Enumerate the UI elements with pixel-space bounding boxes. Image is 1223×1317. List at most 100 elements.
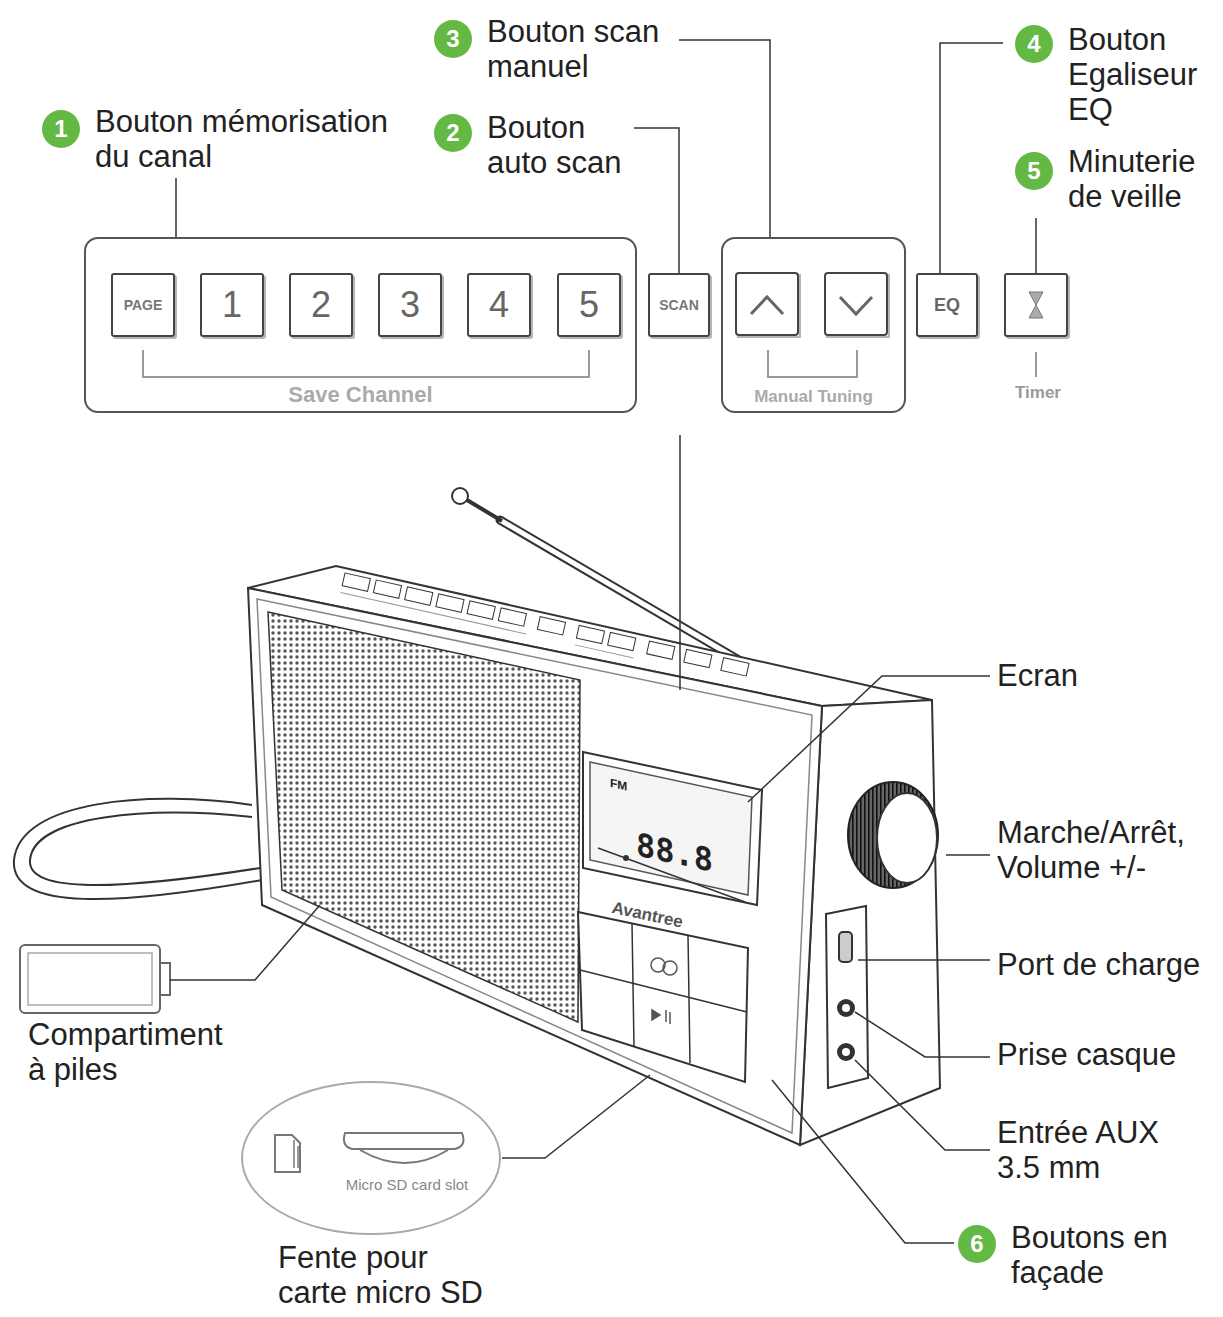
tuning-marker xyxy=(623,855,629,861)
antenna xyxy=(462,497,502,521)
strap xyxy=(30,813,260,885)
leader-lines xyxy=(170,435,990,1243)
leader-line xyxy=(175,178,177,237)
top-button xyxy=(373,580,401,598)
callout: 3 Bouton scan manuel xyxy=(434,14,677,84)
leader-line xyxy=(679,435,681,690)
panel-label: Manual Tuning xyxy=(723,386,904,408)
callout-number: 5 xyxy=(1015,152,1053,190)
top-button xyxy=(537,617,565,635)
bracket xyxy=(768,350,857,377)
tuning-panel: Manual Tuning xyxy=(721,237,906,413)
part-label: Marche/Arrêt, Volume +/- xyxy=(997,815,1212,885)
top-button xyxy=(647,641,675,659)
down-chevron xyxy=(840,297,872,314)
strap xyxy=(14,799,262,899)
oval-outline xyxy=(240,1080,502,1236)
tick-line xyxy=(1035,352,1037,377)
mode-icon xyxy=(663,961,677,975)
volume-knob xyxy=(848,782,938,888)
panel-label: Save Channel xyxy=(86,382,635,408)
leader-line xyxy=(170,905,320,980)
top-button xyxy=(498,608,526,626)
callout-number: 3 xyxy=(434,20,472,58)
aux-jack xyxy=(837,1043,855,1061)
button-label: PAGE xyxy=(124,297,163,313)
part-label: Fente pour carte micro SD xyxy=(278,1240,498,1310)
button-label: 3 xyxy=(400,284,420,326)
jack-hole xyxy=(842,1004,850,1012)
leader-line xyxy=(855,1012,990,1057)
timer-button: Timer xyxy=(1004,273,1068,337)
up-chevron xyxy=(751,297,783,314)
callout-label: Bouton scan manuel xyxy=(487,14,677,84)
button-label: Timer xyxy=(986,383,1090,403)
preset-button: 5 xyxy=(557,273,621,337)
sd-card-icon xyxy=(275,1135,300,1172)
top-button xyxy=(405,587,433,605)
page-button: PAGE xyxy=(111,273,175,337)
callout: 1Bouton mémorisation du canal xyxy=(42,104,410,174)
leader-line xyxy=(679,40,770,237)
sd-card-pins xyxy=(294,1140,298,1168)
speaker-grille xyxy=(268,612,580,1022)
callout: 4Bouton Egaliseur EQ xyxy=(1015,22,1208,127)
callout-number: 6 xyxy=(958,1225,996,1263)
button-label: SCAN xyxy=(659,297,699,313)
button-panel: Save Channel PAGE 1 2 3 4 5 xyxy=(84,237,637,413)
callout-label: Bouton mémorisation du canal xyxy=(95,104,410,174)
slot-label: Micro SD card slot xyxy=(322,1176,492,1193)
front-buttons xyxy=(578,912,748,1082)
radio-side xyxy=(800,700,940,1145)
jack-hole xyxy=(842,1048,850,1056)
callout: 5 Minuterie de veille xyxy=(1015,144,1218,214)
callout-label: Minuterie de veille xyxy=(1068,144,1218,214)
headphone-jack xyxy=(837,999,855,1017)
part-label: Port de charge xyxy=(997,947,1223,982)
brand-logo: Avantree xyxy=(610,898,722,940)
button-label: 1 xyxy=(222,284,242,326)
part-label: Ecran xyxy=(997,658,1217,693)
play-icon xyxy=(652,1010,670,1024)
sd-slot-icon xyxy=(360,1150,448,1163)
button-label: EQ xyxy=(934,295,960,316)
up-button xyxy=(736,273,798,335)
leader-line xyxy=(1035,218,1037,273)
preset-button: 4 xyxy=(467,273,531,337)
top-button xyxy=(342,573,370,591)
preset-button: 2 xyxy=(289,273,353,337)
battery-inner xyxy=(28,953,152,1005)
callout-label: Bouton Egaliseur EQ xyxy=(1068,22,1208,127)
display-screen: FM88.8 xyxy=(592,760,752,914)
callout-label: Bouton auto scan xyxy=(487,110,632,180)
callout-label: Boutons en façade xyxy=(1011,1220,1176,1290)
top-button xyxy=(608,632,636,650)
port-panel xyxy=(826,906,868,1088)
preset-button: 3 xyxy=(378,273,442,337)
part-label: Prise casque xyxy=(997,1037,1223,1072)
button-label: 5 xyxy=(579,284,599,326)
battery-icon xyxy=(20,945,160,1013)
leader-line xyxy=(946,854,990,856)
radio-front xyxy=(248,588,822,1145)
screen-frame xyxy=(583,752,762,905)
antenna-tip xyxy=(452,488,468,504)
preset-button: 1 xyxy=(200,273,264,337)
front-button-grid xyxy=(580,923,747,1063)
hourglass-icon xyxy=(1029,292,1043,318)
top-button xyxy=(576,625,604,643)
leader-line xyxy=(858,959,990,961)
sd-slot-icon xyxy=(344,1133,464,1149)
leader-line xyxy=(748,676,990,802)
bracket xyxy=(143,350,589,377)
top-button xyxy=(721,658,749,676)
screen-text: 88.8 xyxy=(636,825,713,879)
micro-sd-slot: Micro SD card slot xyxy=(240,1080,502,1236)
leader-line xyxy=(502,1075,650,1158)
leader-line xyxy=(634,128,679,273)
leader-line xyxy=(940,43,1003,273)
callout: 2Bouton auto scan xyxy=(434,110,632,180)
front-bezel xyxy=(257,599,812,1133)
